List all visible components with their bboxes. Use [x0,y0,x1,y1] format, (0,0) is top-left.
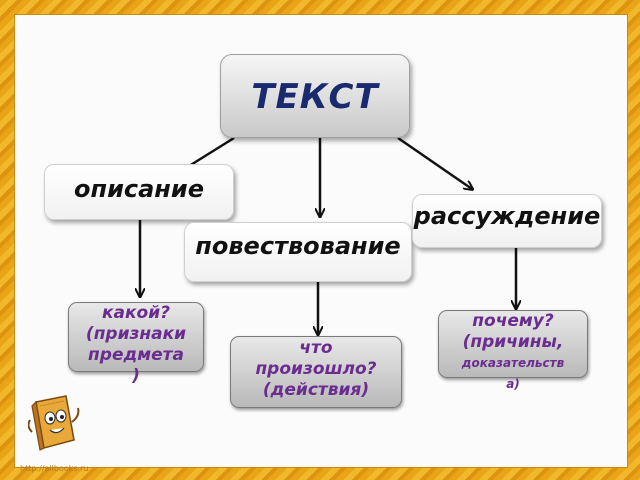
watermark: http://allbooks.ru [20,464,89,473]
question-opisanie: какой? (признаки предмета ) [68,302,204,386]
type-rassuzhdenie-label: рассуждение [413,202,601,230]
question-rassuzhdenie-line1: почему? [472,311,554,331]
question-rassuzhdenie: почему? (причины, доказательств а) [438,310,588,391]
question-povestvovanie: что произошло? (действия) [230,336,402,408]
type-rassuzhdenie: рассуждение [412,194,602,248]
question-opisanie-line3: предмета [88,345,184,365]
arrow-to-rassuzhdenie [397,136,472,189]
type-povestvovanie-label: повествование [195,232,401,260]
question-rassuzhdenie-line4: а) [506,377,520,391]
question-povestvovanie-line3: (действия) [262,380,370,400]
question-opisanie-line1: какой? [102,303,170,323]
type-opisanie: описание [44,164,234,220]
type-povestvovanie: повествование [184,222,412,282]
question-opisanie-line2: (признаки [85,324,187,344]
question-rassuzhdenie-line2: (причины, [462,332,564,352]
title-box: ТЕКСТ [220,54,410,138]
type-opisanie-label: описание [74,175,204,203]
question-povestvovanie-line2: произошло? [255,359,377,379]
cartoon-book-icon [28,395,80,451]
question-povestvovanie-line1: что [299,338,333,358]
question-rassuzhdenie-line3: доказательств [461,356,565,370]
question-opisanie-line4: ) [132,366,140,386]
